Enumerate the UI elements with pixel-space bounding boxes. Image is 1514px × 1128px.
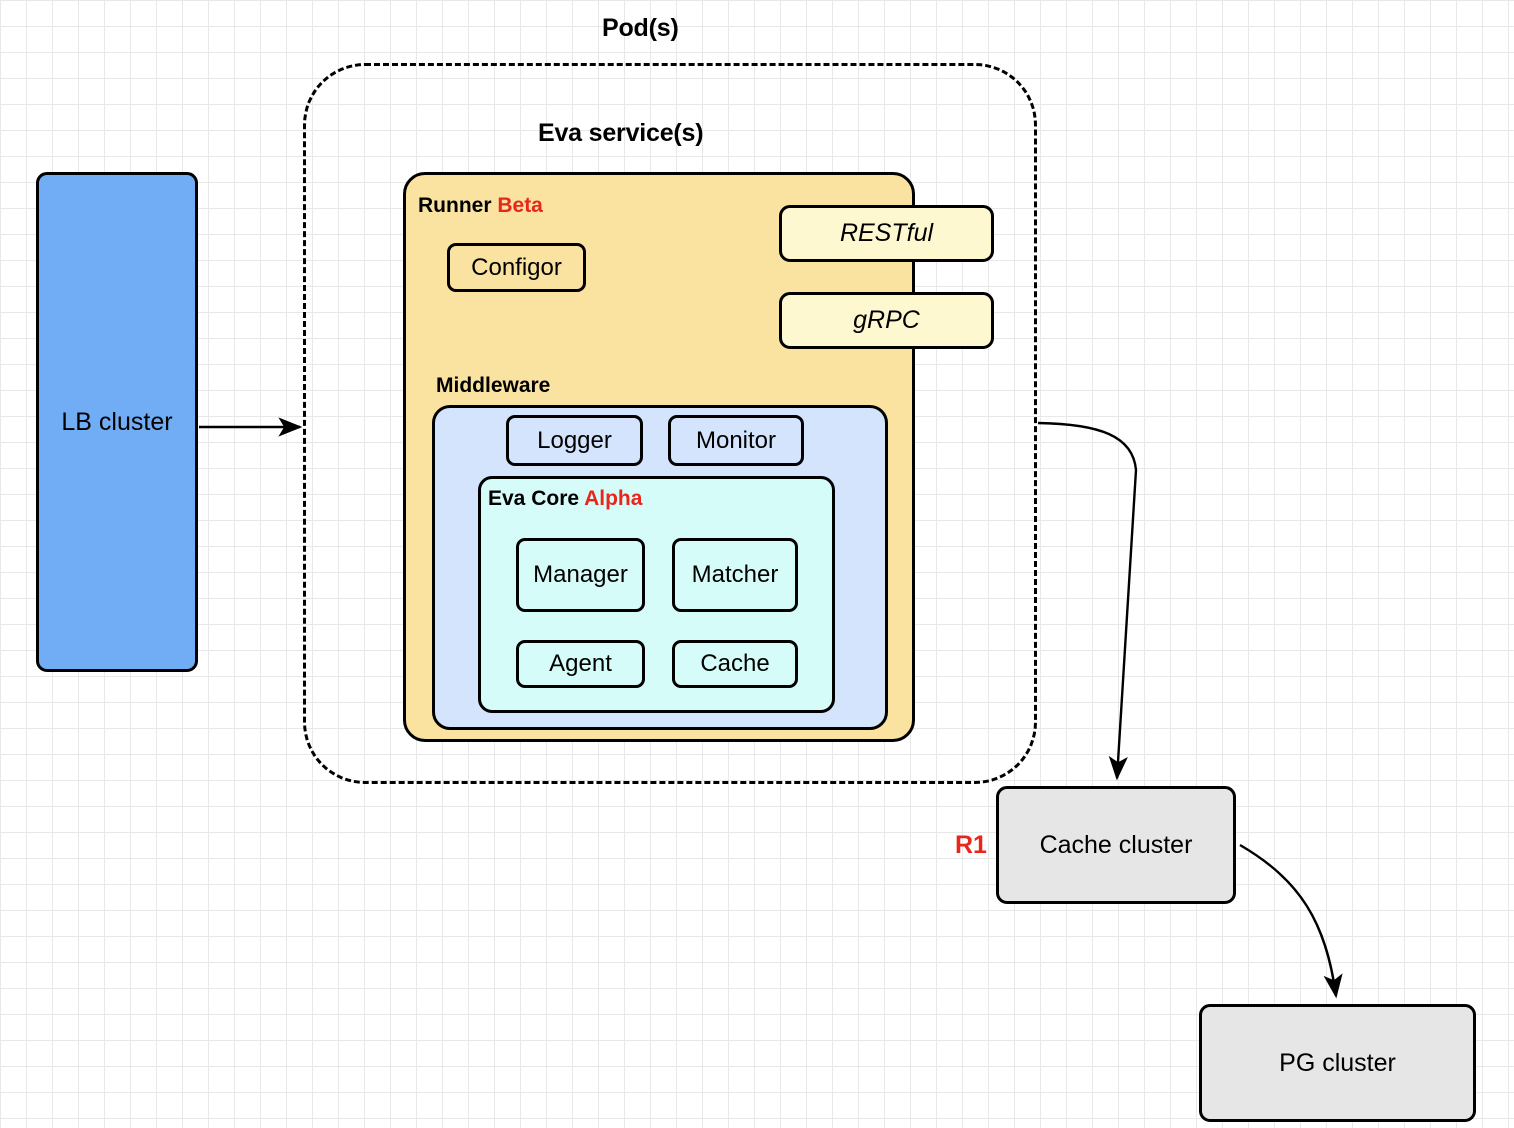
- node-lb-cluster[interactable]: LB cluster: [36, 172, 198, 672]
- runner-group-label-text: Runner: [418, 194, 492, 217]
- node-cache[interactable]: Cache: [672, 640, 798, 688]
- node-monitor[interactable]: Monitor: [668, 415, 804, 466]
- node-logger[interactable]: Logger: [506, 415, 643, 466]
- node-restful[interactable]: RESTful: [779, 205, 994, 262]
- pod-title-label: Pod(s): [602, 14, 679, 42]
- eva-core-group-label-text: Eva Core: [488, 487, 580, 510]
- edge-cache-to-pg-cluster: [1239, 843, 1343, 999]
- node-matcher[interactable]: Matcher: [672, 538, 798, 612]
- node-configor[interactable]: Configor: [447, 243, 586, 292]
- pod-dashed-boundary: [303, 63, 1037, 784]
- eva-core-group-tag: Alpha: [584, 487, 643, 510]
- edge-label-r1: R1: [955, 831, 987, 859]
- node-manager[interactable]: Manager: [516, 538, 645, 612]
- runner-group-label: Runner Beta: [418, 194, 543, 218]
- eva-core-group-label: Eva Core Alpha: [488, 487, 642, 511]
- runner-group-tag: Beta: [497, 194, 543, 217]
- eva-service-title-label: Eva service(s): [538, 119, 704, 147]
- edge-service-to-cache-cluster: [1037, 421, 1138, 781]
- middleware-group-label: Middleware: [436, 374, 551, 397]
- node-agent[interactable]: Agent: [516, 640, 645, 688]
- node-cache-cluster[interactable]: Cache cluster: [996, 786, 1236, 904]
- node-grpc[interactable]: gRPC: [779, 292, 994, 349]
- node-pg-cluster[interactable]: PG cluster: [1199, 1004, 1476, 1122]
